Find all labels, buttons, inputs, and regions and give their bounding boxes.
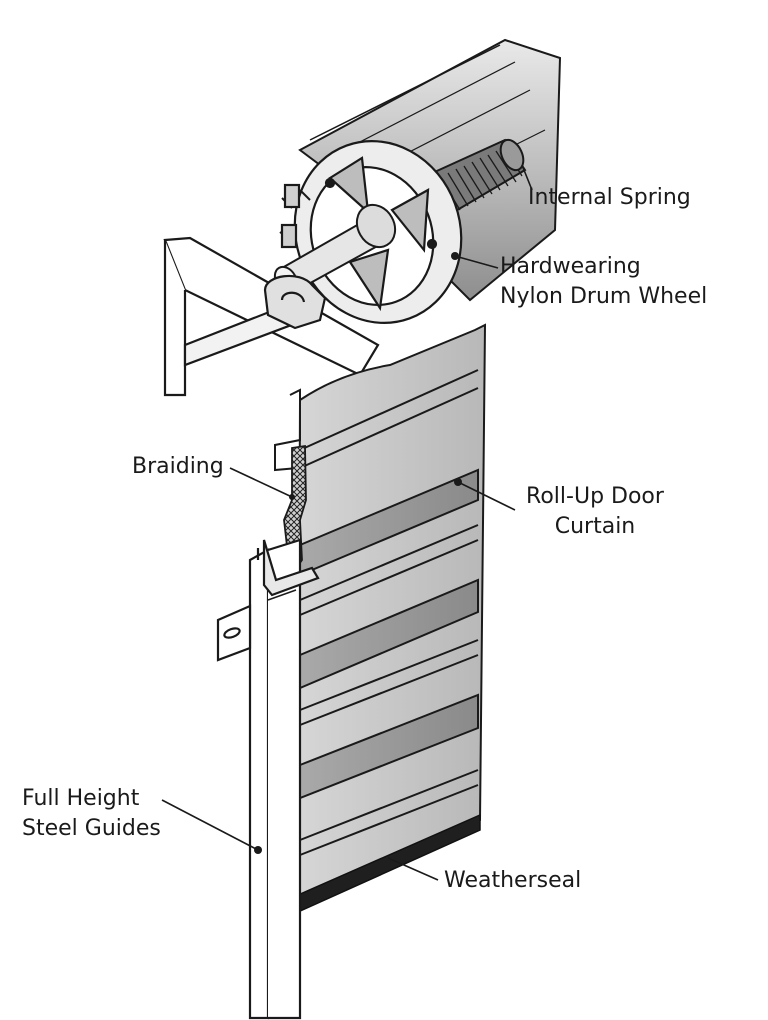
dot-curtain — [454, 478, 462, 486]
label-guides: Full Height Steel Guides — [22, 786, 161, 841]
leader-lines — [161, 164, 533, 881]
leader-curtain — [457, 481, 516, 511]
leader-guides — [161, 799, 259, 851]
leader-dots — [254, 252, 462, 854]
label-internal-spring: Internal Spring — [528, 185, 691, 210]
dot-drum-wheel — [451, 252, 459, 260]
label-braiding: Braiding — [132, 454, 224, 479]
leader-weatherseal — [387, 857, 439, 881]
leader-braiding — [229, 467, 293, 498]
dot-guides — [254, 846, 262, 854]
steel-guide — [216, 538, 320, 1020]
door-curtain — [274, 323, 487, 907]
dot-braiding — [289, 494, 295, 500]
leader-drum-wheel — [454, 255, 499, 269]
label-weatherseal: Weatherseal — [444, 868, 582, 893]
label-curtain: Roll-Up Door Curtain — [526, 484, 664, 539]
wall-bracket — [163, 236, 380, 397]
leader-internal-spring — [521, 164, 533, 191]
label-drum-wheel: Hardwearing Nylon Drum Wheel — [500, 254, 708, 309]
